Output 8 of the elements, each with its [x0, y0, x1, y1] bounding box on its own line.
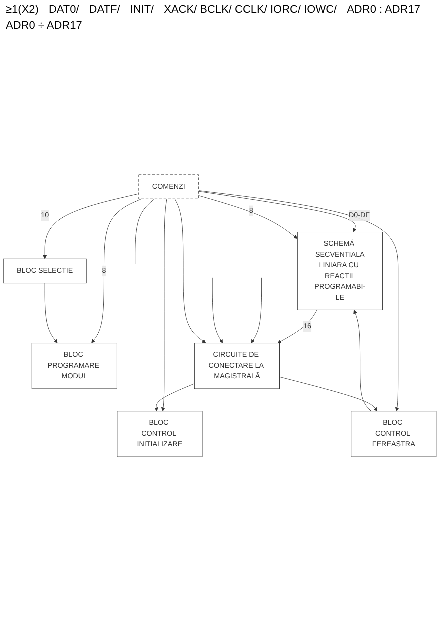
signal-label: DAT0/	[48, 4, 80, 16]
signal-label: ADR0 ÷ ADR17	[6, 20, 82, 32]
signal-label: DATF/	[89, 4, 120, 16]
signal-label: XACK/ BCLK/ CCLK/ IORC/ IOWC/	[164, 4, 338, 16]
connector	[135, 198, 155, 265]
signal-label: ADR0 : ADR17	[347, 4, 420, 16]
signal-label: INIT/	[130, 4, 154, 16]
signal-label: ≥1(X2)	[6, 4, 39, 16]
